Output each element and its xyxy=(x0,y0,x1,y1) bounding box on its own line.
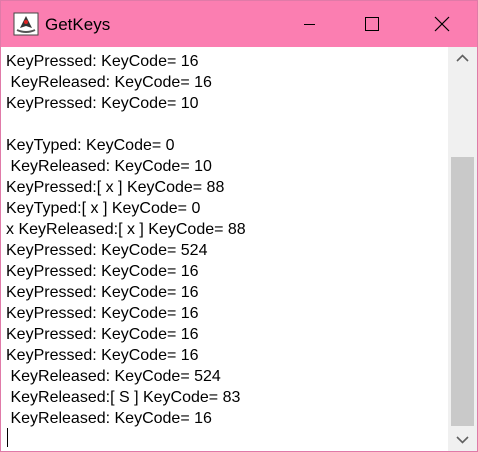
log-line: KeyPressed: KeyCode= 16 xyxy=(6,347,199,364)
log-line: KeyReleased: KeyCode= 10 xyxy=(6,158,212,175)
log-line: KeyPressed: KeyCode= 524 xyxy=(6,242,208,259)
key-event-log[interactable]: KeyPressed: KeyCode= 16 KeyReleased: Key… xyxy=(2,47,448,451)
log-line: KeyPressed: KeyCode= 16 xyxy=(6,284,199,301)
title-bar[interactable]: GetKeys xyxy=(1,1,477,47)
scroll-down-arrow-icon xyxy=(456,436,469,444)
log-line: KeyPressed: KeyCode= 16 xyxy=(6,305,199,322)
log-line: KeyReleased: KeyCode= 16 xyxy=(6,410,212,427)
window-title: GetKeys xyxy=(45,15,111,34)
text-caret xyxy=(7,428,8,447)
log-line: x KeyReleased:[ x ] KeyCode= 88 xyxy=(6,221,246,238)
log-line: KeyReleased: KeyCode= 524 xyxy=(6,368,221,385)
close-button[interactable] xyxy=(419,1,465,47)
log-line: KeyReleased: KeyCode= 16 xyxy=(6,74,212,91)
log-line: KeyTyped:[ x ] KeyCode= 0 xyxy=(6,200,201,217)
minimize-glyph xyxy=(304,24,315,25)
scroll-up-button[interactable] xyxy=(448,47,477,69)
log-line: KeyPressed: KeyCode= 16 xyxy=(6,326,199,343)
maximize-button[interactable] xyxy=(349,1,395,47)
java-duke-icon xyxy=(13,12,39,36)
log-line: KeyPressed: KeyCode= 16 xyxy=(6,263,199,280)
scrollbar-thumb[interactable] xyxy=(451,157,474,426)
log-line: KeyReleased:[ S ] KeyCode= 83 xyxy=(6,389,241,406)
log-line: KeyTyped: KeyCode= 0 xyxy=(6,137,175,154)
log-line: KeyPressed:[ x ] KeyCode= 88 xyxy=(6,179,225,196)
scroll-down-button[interactable] xyxy=(448,429,477,451)
scroll-up-arrow-icon xyxy=(456,54,469,62)
maximize-icon xyxy=(365,17,379,31)
vertical-scrollbar[interactable] xyxy=(448,47,477,451)
log-line: KeyPressed: KeyCode= 10 xyxy=(6,95,199,112)
close-icon xyxy=(434,16,450,32)
log-line: KeyPressed: KeyCode= 16 xyxy=(6,53,199,70)
